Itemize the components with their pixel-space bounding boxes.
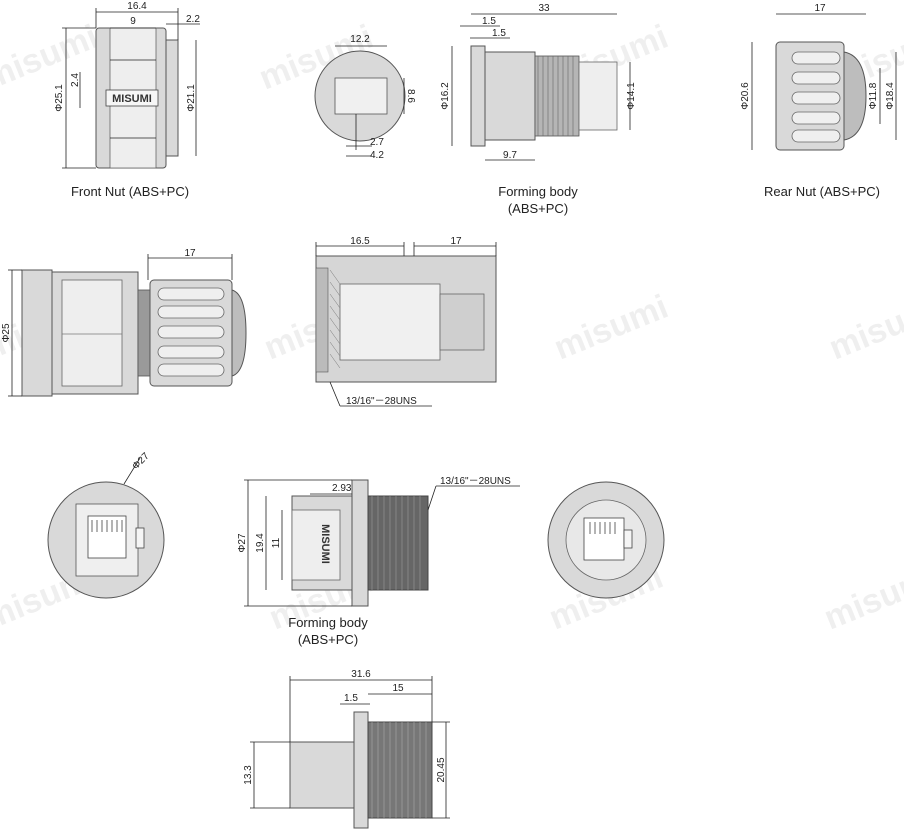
dim-b: 17 <box>450 236 462 247</box>
body-logo: MISUMI <box>319 524 331 564</box>
rear-nut-drawing: 17 Φ20.6 Φ11.8 Φ18.4 <box>740 3 897 151</box>
dim-width: 16.4 <box>127 1 147 12</box>
dim-a: 2.93 <box>332 483 352 494</box>
forming-body-material-top: (ABS+PC) <box>508 201 568 216</box>
dim-a: 1.5 <box>344 693 358 704</box>
dim-in2: Φ18.4 <box>885 82 896 110</box>
watermark-text: misumi <box>819 558 904 638</box>
dim-length: 17 <box>184 248 196 259</box>
dim-a: 2.7 <box>370 137 384 148</box>
dim-thread: 20.45 <box>436 757 447 782</box>
dim-a: 16.5 <box>350 236 370 247</box>
dim-in1: Φ11.8 <box>868 82 879 109</box>
dim-small: 2.4 <box>70 73 81 87</box>
watermark-text: misumi <box>0 18 103 98</box>
forming-body-side-mid: MISUMI 2.93 13/16"－28UNS Φ27 19.4 11 <box>237 476 520 607</box>
thread-label: 13/16"－28UNS <box>440 476 511 487</box>
dim-outer: Φ20.6 <box>740 82 751 110</box>
dim-outer: Φ25.1 <box>54 84 65 112</box>
front-nut-caption: Front Nut (ABS+PC) <box>71 184 189 199</box>
thread-label: 13/16"－28UNS <box>346 396 417 407</box>
dim-b: 19.4 <box>255 533 266 553</box>
dim-height: 8.6 <box>405 89 416 103</box>
assembly-drawing: 17 Φ25 <box>1 248 247 397</box>
dim-dia: Φ27 <box>130 451 152 473</box>
dim-total: 31.6 <box>351 669 371 680</box>
rear-view-round <box>547 481 665 599</box>
dim-b: 15 <box>392 683 404 694</box>
dim-c: 9.7 <box>503 150 517 161</box>
watermark-text: misumi <box>824 288 904 368</box>
forming-body-end-view: 12.2 8.6 2.7 4.2 <box>314 34 416 161</box>
dim-inner-dia: Φ21.1 <box>186 84 197 112</box>
dim-outer: Φ27 <box>237 533 248 553</box>
front-view-round: Φ27 <box>47 451 165 599</box>
section-view-drawing: 16.5 17 13/16"－28UNS <box>315 236 497 407</box>
dim-h: 13.3 <box>243 765 254 785</box>
dim-dia: Φ25 <box>1 323 12 343</box>
forming-body-side-view: 33 1.5 1.5 Φ16.2 Φ14.1 9.7 <box>440 3 637 161</box>
dim-length: 17 <box>814 3 826 14</box>
forming-body-caption-mid: Forming body <box>288 615 368 630</box>
rear-nut-caption: Rear Nut (ABS+PC) <box>764 184 880 199</box>
dim-thread: Φ14.1 <box>626 82 637 110</box>
dim-width: 12.2 <box>350 34 370 45</box>
dim-b: 4.2 <box>370 150 384 161</box>
dim-length: 33 <box>538 3 550 14</box>
forming-body-caption-top: Forming body <box>498 184 578 199</box>
dim-c: 11 <box>271 537 282 548</box>
front-nut-drawing: MISUMI 16.4 9 2.2 Φ25.1 Φ21.1 2.4 <box>54 1 200 169</box>
watermark-text: misumi <box>549 288 674 368</box>
dim-a: 1.5 <box>482 16 496 27</box>
forming-body-material-mid: (ABS+PC) <box>298 632 358 647</box>
front-nut-logo: MISUMI <box>112 93 152 105</box>
dim-inner: 9 <box>130 16 136 27</box>
dim-flange: 2.2 <box>186 14 200 25</box>
dim-outer: Φ16.2 <box>440 82 451 110</box>
bottom-side-view: 31.6 1.5 15 13.3 20.45 <box>243 669 450 829</box>
dim-b: 1.5 <box>492 28 506 39</box>
